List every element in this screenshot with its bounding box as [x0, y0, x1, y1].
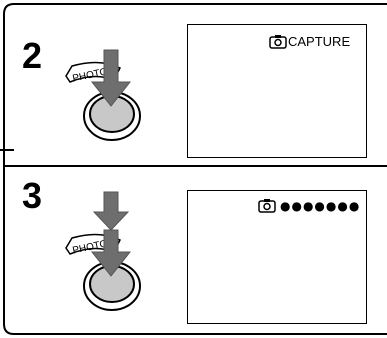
press-arrow-icon: [94, 192, 128, 230]
lcd-screen-step-3: ●●●●●●●: [187, 190, 367, 324]
camera-icon: [269, 35, 287, 49]
capture-status-text: CAPTURE: [288, 35, 350, 48]
photo-button-press-illustration: PHOTO: [60, 44, 180, 154]
recording-progress-dots: ●●●●●●●: [280, 200, 360, 212]
step-3-number: 3: [22, 178, 42, 214]
lcd-screen-step-2: CAPTURE: [187, 24, 367, 158]
camera-icon: [258, 199, 276, 213]
photo-button-full-press-illustration: PHOTO: [60, 190, 180, 320]
step-2-number: 2: [22, 38, 42, 74]
